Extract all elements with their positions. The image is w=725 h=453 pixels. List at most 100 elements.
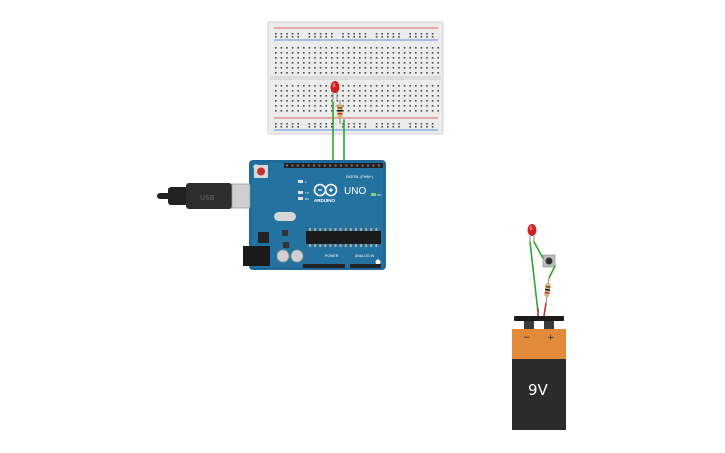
breadboard-hole[interactable] [280,33,283,35]
breadboard-hole[interactable] [392,105,395,107]
breadboard-hole[interactable] [291,85,294,87]
breadboard-hole[interactable] [336,67,339,69]
breadboard-hole[interactable] [325,52,327,54]
breadboard-hole[interactable] [342,62,344,64]
breadboard-hole[interactable] [387,33,389,35]
digital-pin[interactable] [302,164,305,167]
breadboard-hole[interactable] [353,123,355,125]
breadboard-hole[interactable] [319,67,322,69]
breadboard-hole[interactable] [342,85,344,87]
analog-header[interactable] [350,264,381,268]
breadboard-hole[interactable] [437,85,439,87]
breadboard-hole[interactable] [375,85,378,87]
breadboard-hole[interactable] [426,95,428,97]
breadboard-hole[interactable] [280,67,283,69]
breadboard-hole[interactable] [437,47,439,49]
breadboard-hole[interactable] [347,72,350,74]
breadboard-hole[interactable] [347,85,350,87]
breadboard-hole[interactable] [392,110,395,112]
breadboard-hole[interactable] [286,47,288,49]
breadboard-hole[interactable] [392,90,395,92]
breadboard-hole[interactable] [370,57,372,59]
breadboard-hole[interactable] [370,52,372,54]
breadboard-hole[interactable] [387,36,389,38]
breadboard-hole[interactable] [398,33,400,35]
breadboard-hole[interactable] [426,62,428,64]
breadboard-hole[interactable] [409,123,411,125]
breadboard-hole[interactable] [342,90,344,92]
breadboard-hole[interactable] [398,62,400,64]
pushbutton[interactable] [542,254,556,268]
breadboard-hole[interactable] [392,36,395,38]
breadboard-hole[interactable] [364,123,367,125]
breadboard-hole[interactable] [342,67,344,69]
breadboard-hole[interactable] [431,126,434,128]
breadboard-hole[interactable] [387,85,389,87]
breadboard-hole[interactable] [275,72,277,74]
breadboard-hole[interactable] [409,72,411,74]
breadboard-hole[interactable] [370,62,372,64]
breadboard-hole[interactable] [280,123,283,125]
breadboard-hole[interactable] [308,123,311,125]
digital-pin[interactable] [313,164,315,167]
breadboard-hole[interactable] [353,126,355,128]
breadboard-hole[interactable] [347,57,350,59]
breadboard-hole[interactable] [392,72,395,74]
breadboard-hole[interactable] [314,47,316,49]
breadboard-hole[interactable] [347,52,350,54]
breadboard-hole[interactable] [398,52,400,54]
breadboard-hole[interactable] [387,100,389,102]
breadboard-hole[interactable] [398,57,400,59]
breadboard-hole[interactable] [286,36,288,38]
breadboard-hole[interactable] [387,62,389,64]
breadboard-hole[interactable] [319,62,322,64]
breadboard-hole[interactable] [426,33,428,35]
breadboard-hole[interactable] [353,85,355,87]
breadboard-hole[interactable] [280,57,283,59]
breadboard-hole[interactable] [297,36,299,38]
breadboard-hole[interactable] [319,110,322,112]
breadboard-hole[interactable] [420,36,423,38]
breadboard-hole[interactable] [325,110,327,112]
breadboard-hole[interactable] [286,85,288,87]
digital-pin[interactable] [307,164,310,167]
breadboard-hole[interactable] [387,123,389,125]
breadboard-hole[interactable] [297,52,299,54]
breadboard-hole[interactable] [415,52,417,54]
digital-pin[interactable] [323,164,326,167]
breadboard-hole[interactable] [308,85,311,87]
breadboard-hole[interactable] [353,52,355,54]
breadboard-hole[interactable] [364,57,367,59]
breadboard-hole[interactable] [370,85,372,87]
breadboard-hole[interactable] [387,95,389,97]
breadboard-hole[interactable] [342,52,344,54]
breadboard-hole[interactable] [342,47,344,49]
breadboard-hole[interactable] [415,57,417,59]
breadboard-hole[interactable] [303,67,305,69]
breadboard-hole[interactable] [392,123,395,125]
breadboard-hole[interactable] [392,62,395,64]
breadboard-hole[interactable] [291,67,294,69]
breadboard-hole[interactable] [314,105,316,107]
breadboard-hole[interactable] [409,105,411,107]
breadboard-hole[interactable] [381,36,383,38]
breadboard-hole[interactable] [415,62,417,64]
breadboard-hole[interactable] [431,90,434,92]
breadboard-hole[interactable] [381,100,383,102]
breadboard-hole[interactable] [398,67,400,69]
breadboard-hole[interactable] [392,95,395,97]
breadboard-hole[interactable] [409,110,411,112]
breadboard-hole[interactable] [420,57,423,59]
breadboard-hole[interactable] [398,110,400,112]
breadboard-hole[interactable] [353,33,355,35]
breadboard-hole[interactable] [319,100,322,102]
breadboard-hole[interactable] [431,67,434,69]
breadboard-hole[interactable] [325,100,327,102]
breadboard-hole[interactable] [431,105,434,107]
breadboard-resistor[interactable] [337,100,343,124]
breadboard-hole[interactable] [359,67,361,69]
breadboard-hole[interactable] [387,67,389,69]
breadboard-hole[interactable] [280,110,283,112]
breadboard-hole[interactable] [415,110,417,112]
